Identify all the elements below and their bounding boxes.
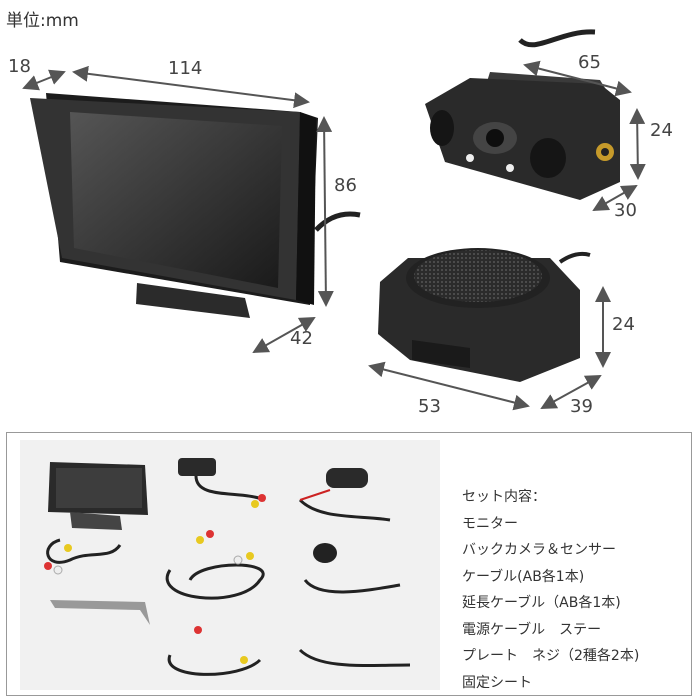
arrow-camera-width [523, 60, 632, 97]
dim-monitor-stand: 42 [290, 328, 313, 349]
contents-power-cable-image [298, 468, 411, 668]
contents-item: 延長ケーブル（AB各1本) [462, 595, 621, 611]
dim-buzzer-depth: 39 [570, 396, 593, 417]
arrow-monitor-height [316, 116, 334, 307]
contents-extension-cable-image [165, 530, 265, 676]
dim-monitor-height: 86 [334, 175, 357, 196]
arrow-buzzer-width [368, 361, 530, 411]
contents-item: モニター [462, 515, 518, 532]
contents-item: 固定シート [462, 674, 532, 691]
dim-buzzer-width: 53 [418, 396, 441, 417]
buzzer-image [378, 248, 591, 382]
dim-camera-depth: 30 [614, 200, 637, 221]
dim-monitor-width: 114 [168, 58, 203, 79]
product-dimension-illustration [22, 29, 646, 411]
arrow-camera-depth [592, 185, 638, 211]
dim-monitor-depth: 18 [8, 56, 31, 77]
contents-item: ケーブル(AB各1本) [462, 568, 585, 585]
unit-label: 単位:mm [6, 11, 79, 31]
monitor-image [30, 93, 361, 318]
arrow-monitor-width [72, 65, 310, 109]
arrow-monitor-depth [22, 69, 66, 91]
contents-item: バックカメラ＆センサー [462, 542, 616, 558]
arrow-monitor-stand [252, 317, 316, 353]
contents-item: 電源ケーブル ステー [462, 621, 602, 638]
set-contents-list: セット内容： モニター バックカメラ＆センサー ケーブル(AB各1本) 延長ケー… [462, 484, 690, 696]
dim-camera-width: 65 [578, 52, 601, 73]
dimension-arrows [22, 60, 646, 411]
dim-camera-height: 24 [650, 120, 673, 141]
dim-buzzer-height: 24 [612, 314, 635, 335]
contents-monitor-image [44, 462, 150, 625]
contents-item: プレート ネジ（2種各2本) [462, 648, 640, 664]
arrow-camera-height [629, 108, 646, 180]
contents-camera-image [178, 458, 266, 508]
contents-heading: セット内容： [462, 489, 546, 505]
arrow-buzzer-depth [540, 375, 602, 409]
